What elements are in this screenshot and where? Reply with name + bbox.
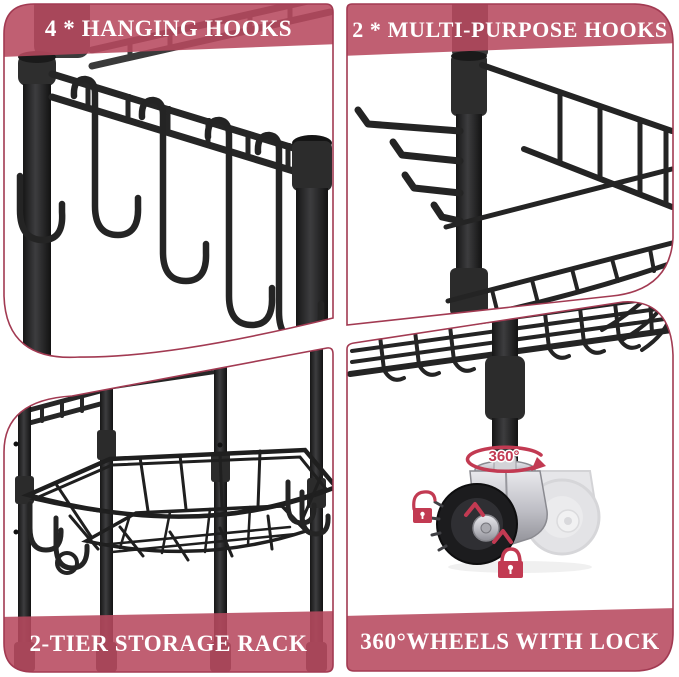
label-hanging-hooks: 4 * HANGING HOOKS [44,16,293,41]
lock-open-icon [412,490,437,523]
label-wheels-with-lock: 360°WHEELS WITH LOCK [360,629,660,654]
banner-bottom-right [347,608,673,671]
lock-closed-icon [498,547,523,578]
panel-borders [3,3,674,673]
panel-top-right [347,4,673,325]
label-storage-rack: 2-TIER STORAGE RACK [29,631,308,656]
ghost-wheel [523,470,601,556]
caster-wheel [429,483,518,565]
banner-top-right [347,4,673,56]
rotation-360-label: 360° [488,448,519,465]
label-multi-purpose-hooks: 2 * MULTI-PURPOSE HOOKS [352,17,668,42]
banner-top-left [4,4,333,57]
panel-top-left [4,4,333,358]
left-pole [23,84,51,358]
rotation-arrow-icon [465,445,546,474]
shelf-fence [443,62,673,230]
caster-wheel-illustration: 360° [347,301,673,578]
panel-bottom-left [4,347,333,672]
panel-bottom-right: 360° [347,301,673,671]
side-hooks [27,479,331,575]
swivel-chevrons [464,502,513,544]
prong-hooks [354,106,464,225]
banner-bottom-left [4,611,333,672]
